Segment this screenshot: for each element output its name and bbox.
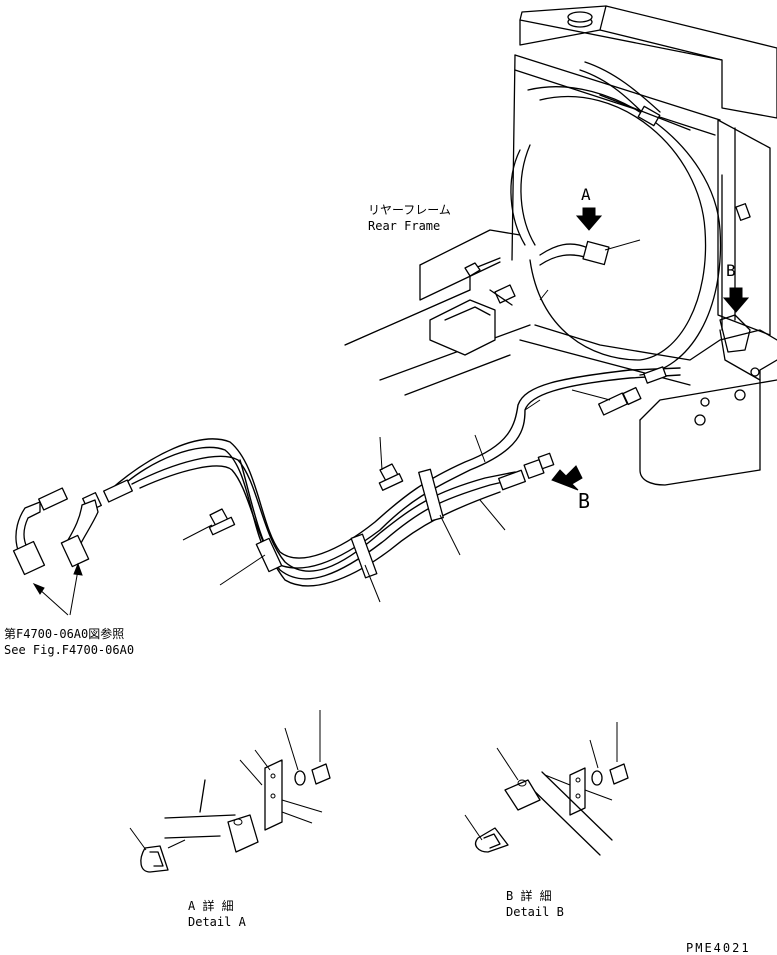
arrow-b-top-label: B: [726, 261, 736, 280]
detail-b-label-en: Detail B: [506, 905, 564, 919]
detail-a-label-en: Detail A: [188, 915, 247, 929]
detail-a-view: A 詳 細 Detail A: [129, 710, 331, 929]
arrow-a-label: A: [581, 185, 591, 204]
see-fig-label-jp: 第F4700-06A0図参照: [4, 626, 124, 641]
connector-a: [539, 239, 641, 266]
rear-frame-callout: リヤーフレーム Rear Frame: [368, 203, 451, 233]
rear-frame-label-jp: リヤーフレーム: [368, 203, 451, 217]
detail-a-label-jp: A 詳 細: [188, 898, 234, 913]
arrow-b-side-pointer: B: [551, 465, 590, 513]
rear-frame: [344, 229, 531, 396]
see-fig-callout: 第F4700-06A0図参照 See Fig.F4700-06A0: [4, 626, 134, 657]
see-fig-arrows: [32, 562, 83, 616]
arrow-a-pointer: A: [575, 185, 603, 231]
leader-lines: [182, 289, 611, 603]
detail-b-label-jp: B 詳 細: [506, 888, 552, 903]
arrow-b-top-pointer: B: [719, 261, 751, 353]
see-fig-label-en: See Fig.F4700-06A0: [4, 643, 134, 657]
detail-b-view: B 詳 細 Detail B: [464, 722, 629, 919]
hose-assembly: [12, 366, 681, 587]
drawing-code: PME4021: [686, 941, 751, 955]
radiator-assembly: [510, 5, 777, 486]
rear-frame-label-en: Rear Frame: [368, 219, 440, 233]
arrow-b-side-label: B: [578, 489, 590, 513]
